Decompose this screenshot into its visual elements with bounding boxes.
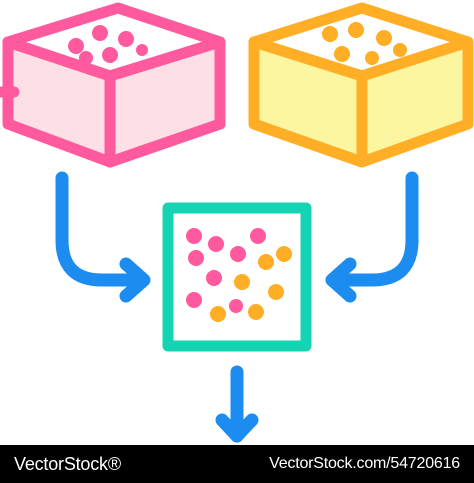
blue-arrow-left-icon bbox=[55, 171, 151, 303]
yellow-particles bbox=[322, 22, 407, 65]
yellow-box-icon bbox=[248, 2, 474, 168]
mixed-particles bbox=[186, 228, 292, 322]
watermark-footer: VectorStock® VectorStock.com/54720616 bbox=[0, 445, 474, 483]
pink-box-icon bbox=[0, 2, 226, 168]
blue-arrow-down-icon bbox=[215, 365, 259, 443]
pink-particles bbox=[68, 25, 148, 65]
blue-arrow-right-icon bbox=[325, 171, 419, 303]
watermark-id: VectorStock.com/54720616 bbox=[269, 455, 460, 472]
watermark-brand: VectorStock® bbox=[14, 453, 121, 474]
mixing-illustration bbox=[0, 2, 474, 443]
